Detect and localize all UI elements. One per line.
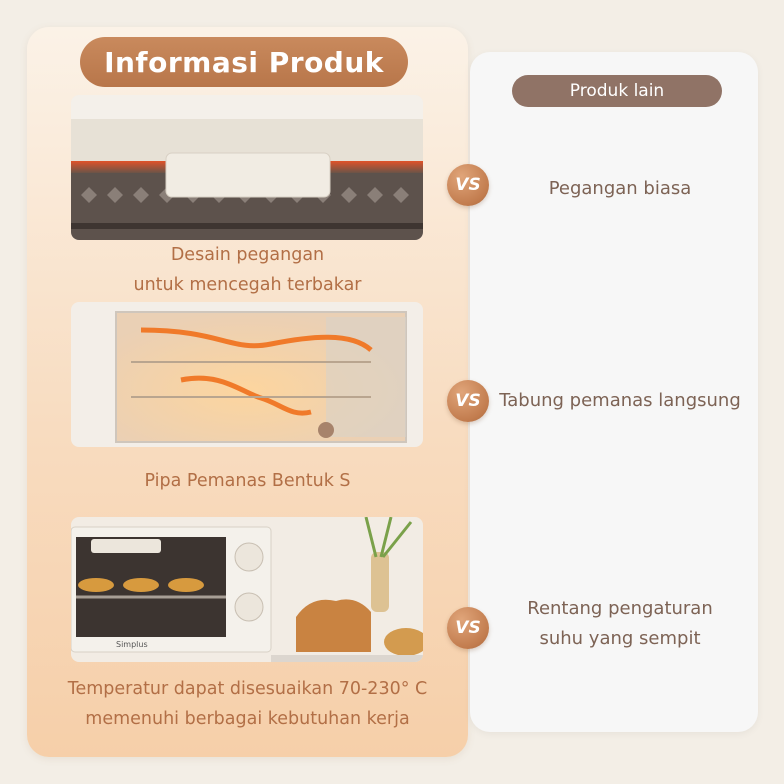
other-product-title: Produk lain — [512, 75, 722, 107]
caption-line: memenuhi berbagai kebutuhan kerja — [85, 709, 410, 729]
comparison-text-handle: Pegangan biasa — [490, 174, 750, 204]
caption-line: Pipa Pemanas Bentuk S — [144, 471, 351, 491]
comparison-line: Rentang pengaturan — [527, 598, 713, 619]
vs-badge: VS — [447, 607, 489, 649]
comparison-line: Pegangan biasa — [548, 178, 692, 199]
vs-badge: VS — [447, 164, 489, 206]
comparison-text-heating: Tabung pemanas langsung — [490, 386, 750, 416]
caption-line: untuk mencegah terbakar — [133, 275, 362, 295]
comparison-text-temperature: Rentang pengaturan suhu yang sempit — [490, 594, 750, 654]
s-heating-tube-photo — [71, 302, 423, 447]
caption-line: Temperatur dapat disesuaikan 70-230° C — [67, 679, 428, 699]
feature-caption-temperature: Temperatur dapat disesuaikan 70-230° C m… — [27, 674, 468, 734]
comparison-line: Tabung pemanas langsung — [499, 390, 741, 411]
brand-text: Simplus — [116, 640, 148, 649]
feature-caption-handle: Desain pegangan untuk mencegah terbakar — [27, 240, 468, 300]
other-product-panel — [470, 52, 758, 732]
vs-badge: VS — [447, 380, 489, 422]
feature-caption-heating-tube: Pipa Pemanas Bentuk S — [27, 466, 468, 496]
comparison-line: suhu yang sempit — [539, 628, 701, 649]
caption-line: Desain pegangan — [170, 245, 325, 265]
oven-handle-photo — [71, 95, 423, 240]
oven-with-food-photo: Simplus — [71, 517, 423, 662]
product-info-title: Informasi Produk — [80, 37, 408, 87]
